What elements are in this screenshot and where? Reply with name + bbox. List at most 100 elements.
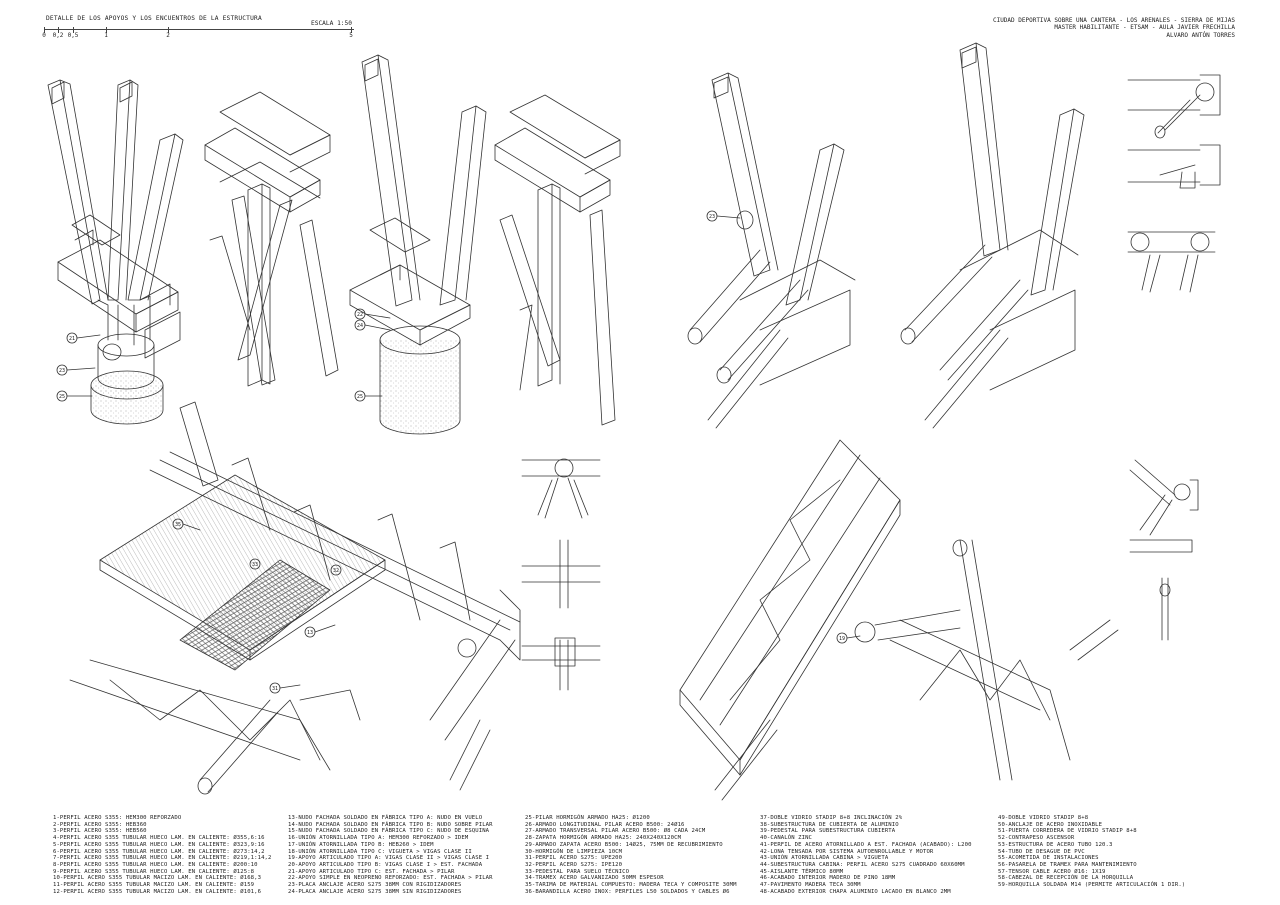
legend-item: 19-APOYO ARTICULADO TIPO A: VIGAS CLASE … [288, 855, 490, 862]
detail-deck-platform [69, 401, 521, 795]
legend-item: 41-PERFIL DE ACERO ATORNILLADO A EST. FA… [760, 841, 972, 848]
callout-label: 22 [357, 312, 363, 318]
legend-item: 52-CONTRAPESO ASCENSOR [998, 835, 1075, 842]
scale-tick-label: 5 [349, 32, 353, 39]
legend-item: 35-TARIMA DE MATERIAL COMPUESTO: MADERA … [525, 882, 737, 889]
scale-tick-label: 0,5 [67, 32, 79, 39]
legend-item: 39-PEDESTAL PARA SUBESTRUCTURA CUBIERTA [760, 828, 896, 835]
legend-item: 58-CABEZAL DE RECEPCIÓN DE LA HORQUILLA [998, 875, 1134, 882]
scale-bar: 0 0,2 0,5 1 2 5 [42, 27, 354, 41]
callout-marker: 23 [56, 364, 96, 376]
legend-item: 26-ARMADO LONGITUDINAL PILAR ACERO B500:… [525, 821, 685, 828]
legend-item: 23-PLACA ANCLAJE ACERO S275 38MM CON RIG… [288, 882, 462, 889]
legend-item: 37-DOBLE VIDRIO STADIP 8+8 INCLINACIÓN 2… [760, 815, 903, 821]
callout-marker: 31 [269, 682, 301, 694]
callout-marker: 23 [706, 210, 741, 222]
legend-item: 25-PILAR HORMIGÓN ARMADO HA25: Ø1200 [525, 815, 650, 821]
callout-marker: 22 [354, 308, 391, 320]
legend-item: 7-PERFIL ACERO S355 TUBULAR HUECO LAM. E… [53, 855, 272, 862]
legend-column-4: 37-DOBLE VIDRIO STADIP 8+8 INCLINACIÓN 2… [760, 815, 972, 895]
callout-marker: 35 [172, 518, 201, 531]
drawing-title: DETALLE DE LOS APOYOS Y LOS ENCUENTROS D… [46, 15, 262, 22]
legend-item: 49-DOBLE VIDRIO STADIP 8+8 [998, 815, 1089, 821]
callout-label: 23 [59, 368, 65, 374]
scale-label: ESCALA 1:50 [311, 20, 352, 27]
detail-x-braced-column [494, 94, 621, 426]
scale-tick-label: 2 [166, 32, 170, 39]
legend-item: 57-TENSOR CABLE ACERO Ø16: 1X19 [998, 868, 1106, 875]
callout-marker: 25 [56, 390, 93, 402]
callout-label: 25 [59, 394, 65, 400]
callout-group: 21 23 25 22 24 25 23 35 33 13 31 19 32 [56, 210, 861, 694]
legend-item: 27-ARMADO TRANSVERSAL PILAR ACERO B500: … [525, 828, 706, 835]
callout-marker: 13 [304, 624, 336, 638]
legend-item: 24-PLACA ANCLAJE ACERO S275 38MM SIN RIG… [288, 888, 462, 895]
legend-item: 6-PERFIL ACERO S355 TUBULAR HUECO LAM. E… [53, 848, 265, 855]
callout-label: 21 [69, 336, 75, 342]
detail-tube-node-elevations [521, 458, 601, 691]
legend-item: 16-UNIÓN ATORNILLADA TIPO A: HEM300 REFO… [288, 835, 469, 842]
legend-item: 34-TRAMEX ACERO GALVANIZADO 50MM ESPESOR [525, 875, 664, 882]
project-line: ALVARO ANTÓN TORRES [1166, 31, 1235, 39]
callout-marker: 33 [249, 558, 261, 570]
legend-item: 45-AISLANTE TÉRMICO 80MM [760, 868, 844, 875]
detail-side-joints [1127, 74, 1221, 641]
legend-item: 43-UNIÓN ATORNILLADA CABINA > VIGUETA [760, 855, 889, 862]
detail-large-truss [679, 439, 1119, 801]
legend-item: 15-NUDO FACHADA SOLDADO EN FÁBRICA TIPO … [288, 828, 490, 835]
callout-marker: 25 [354, 390, 383, 402]
callout-label: 24 [357, 323, 363, 329]
legend-item: 54-TUBO DE DESAGUE DE PVC [998, 848, 1085, 855]
legend-item: 38-SUBESTRUCTURA DE CUBIERTA DE ALUMINIO [760, 821, 899, 828]
legend-item: 42-LONA TENSADA POR SISTEMA AUTOENROLLAB… [760, 848, 934, 855]
legend-item: 50-ANCLAJE DE ACERO INOXIDABLE [998, 821, 1103, 828]
project-line: CIUDAD DEPORTIVA SOBRE UNA CANTERA - LOS… [992, 17, 1235, 24]
legend-item: 46-ACABADO INTERIOR MADERO DE PINO 18MM [760, 875, 896, 882]
legend-column-2: 13-NUDO FACHADA SOLDADO EN FÁBRICA TIPO … [288, 815, 493, 895]
project-info: CIUDAD DEPORTIVA SOBRE UNA CANTERA - LOS… [993, 17, 1235, 39]
legend-item: 18-UNIÓN ATORNILLADA TIPO C: VIGUETA > V… [288, 848, 472, 855]
callout-marker: 24 [354, 319, 391, 331]
legend-item: 36-BARANDILLA ACERO INOX: PERFILES L50 S… [525, 888, 730, 895]
legend-item: 14-NUDO FACHADA SOLDADO EN FÁBRICA TIPO … [288, 821, 493, 828]
callout-label: 33 [252, 562, 258, 568]
legend-item: 30-HORMIGÓN DE LIMPIEZA 10CM [525, 848, 623, 855]
callout-marker: 21 [66, 332, 101, 344]
detail-braced-column [204, 91, 339, 387]
legend-item: 2-PERFIL ACERO S355: HEB360 [53, 821, 147, 828]
legend-item: 3-PERFIL ACERO S355: HEB560 [53, 828, 147, 835]
legend-item: 29-ARMADO ZAPATA ACERO B500: 14Ø25, 75MM… [525, 841, 723, 848]
detail-fork-column-on-pier [47, 79, 184, 425]
legend-item: 5-PERFIL ACERO S355 TUBULAR HUECO LAM. E… [53, 841, 265, 848]
project-line: MASTER HABILITANTE - ETSAM - AULA JAVIER… [1054, 24, 1235, 32]
legend-item: 20-APOYO ARTICULADO TIPO B: VIGAS CLASE … [288, 861, 483, 868]
callout-label: 25 [357, 394, 363, 400]
legend-item: 47-PAVIMENTO MADERA TECA 30MM [760, 882, 861, 889]
scale-tick-label: 0 [42, 32, 46, 39]
callout-label: 13 [307, 630, 313, 636]
legend-item: 9-PERFIL ACERO S355 TUBULAR HUECO LAM. E… [53, 868, 255, 875]
legend-item: 31-PERFIL ACERO S275: UPE200 [525, 855, 623, 862]
legend-item: 32-PERFIL ACERO S275: IPE120 [525, 861, 623, 868]
legend-item: 33-PEDESTAL PARA SUELO TÉCNICO [525, 868, 630, 875]
callout-label: 19 [839, 636, 845, 642]
callout-label: 23 [709, 214, 715, 220]
callout-label: 35 [175, 522, 181, 528]
legend-item: 4-PERFIL ACERO S355 TUBULAR HUECO LAM. E… [53, 835, 265, 842]
callout-marker: 32 [330, 564, 342, 576]
legend-item: 40-CANALÓN ZINC [760, 835, 813, 842]
callout-label: 32 [333, 568, 339, 574]
legend-item: 44-SUBESTRUCTURA CABINA: PERFIL ACERO S2… [760, 861, 965, 868]
legend-item: 59-HORQUILLA SOLDADA M14 (PERMITE ARTICU… [998, 882, 1186, 889]
legend-item: 21-APOYO ARTICULADO TIPO C: EST. FACHADA… [288, 868, 455, 875]
callout-marker: 19 [836, 632, 861, 644]
legend-item: 1-PERFIL ACERO S355: HEM300 REFORZADO [53, 815, 182, 821]
legend-item: 8-PERFIL ACERO S355 TUBULAR HUECO LAM. E… [53, 861, 258, 868]
scale-tick-label: 0,2 [52, 32, 64, 39]
legend-item: 11-PERFIL ACERO S355 TUBULAR MACIZO LAM.… [53, 882, 255, 889]
scale-tick-label: 1 [104, 32, 108, 39]
